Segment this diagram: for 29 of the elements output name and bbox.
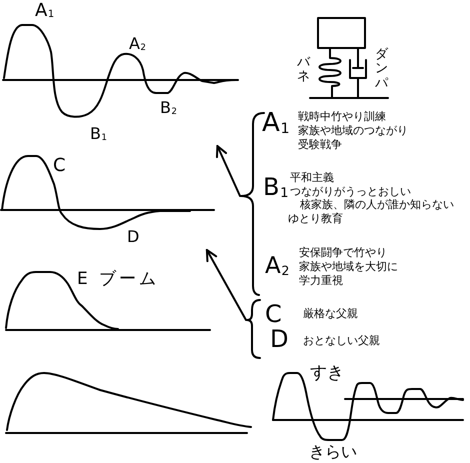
note-text: 学力重視	[299, 274, 343, 288]
note-text: 核家族、隣の人が誰か知らない	[300, 198, 454, 212]
note-text: 受験戦争	[298, 138, 342, 152]
note-text: 戦時中竹やり訓練	[298, 110, 386, 124]
arrow	[206, 249, 247, 321]
note-text: つながりがうっとおしい	[290, 184, 411, 198]
note-text: 家族や地域を大切に	[299, 260, 398, 274]
graph-label: E ブーム	[77, 271, 160, 288]
arrow	[216, 145, 241, 197]
group-letter: B$_{1}$	[263, 175, 289, 199]
group-letter: D	[270, 327, 288, 351]
graph-label: A$_{2}$	[129, 36, 146, 52]
graph-label: A$_{1}$	[35, 2, 54, 20]
note-text: ゆとり教育	[288, 212, 343, 225]
part-label: バネ	[297, 56, 310, 85]
note-text: おとなしい父親	[303, 334, 380, 348]
graph-label: B$_{1}$	[90, 126, 108, 142]
graph-label: C	[53, 157, 66, 175]
note-text: 平和主義	[290, 171, 334, 184]
graph-label: きらい	[309, 444, 357, 460]
note-text: 家族や地域のつながり	[298, 124, 408, 138]
group-letter: C	[265, 302, 282, 326]
graph-label: すき	[310, 365, 344, 382]
graph-label: D	[127, 229, 140, 245]
note-text: 厳格な父親	[303, 307, 358, 321]
part-label: ダンパ	[375, 48, 388, 91]
graph-label: B$_{2}$	[160, 100, 178, 116]
group-letter: A$_{1}$	[262, 110, 290, 136]
note-text: 安保闘争で竹やり	[299, 246, 387, 260]
